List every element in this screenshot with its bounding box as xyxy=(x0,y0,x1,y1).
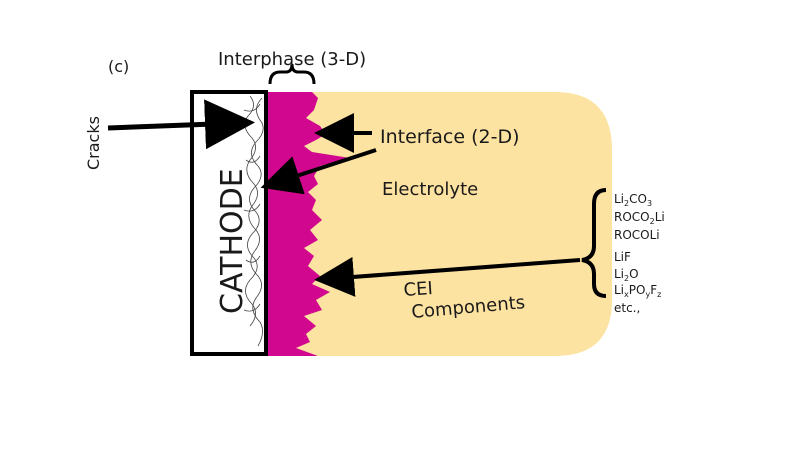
component-list: Li2CO3 ROCO2Li ROCOLi LiF Li2O LixPOyFz … xyxy=(614,192,665,315)
cei-arrow xyxy=(314,256,581,297)
component-roco2li: ROCO2Li xyxy=(614,210,665,226)
interface-arrow-2 xyxy=(260,148,377,195)
interface-label: Interface (2-D) xyxy=(380,126,520,148)
electrolyte-label: Electrolyte xyxy=(382,179,478,200)
component-lif: LiF xyxy=(614,250,631,264)
component-li2o: Li2O xyxy=(614,267,639,283)
interphase-brace xyxy=(268,63,316,85)
component-lixpoyfz: LixPOyFz xyxy=(614,283,661,299)
cracks-arrow xyxy=(107,99,255,150)
components-brace xyxy=(581,188,607,298)
panel-label: (c) xyxy=(108,57,129,76)
cei-label-line1: CEI xyxy=(403,278,434,301)
component-etc: etc., xyxy=(614,301,640,315)
interphase-label: Interphase (3-D) xyxy=(218,49,366,70)
cracks-label: Cracks xyxy=(84,116,103,170)
component-rocoli: ROCOLi xyxy=(614,228,660,242)
component-li2co3: Li2CO3 xyxy=(614,192,652,208)
cathode-label: CATHODE xyxy=(215,168,250,314)
